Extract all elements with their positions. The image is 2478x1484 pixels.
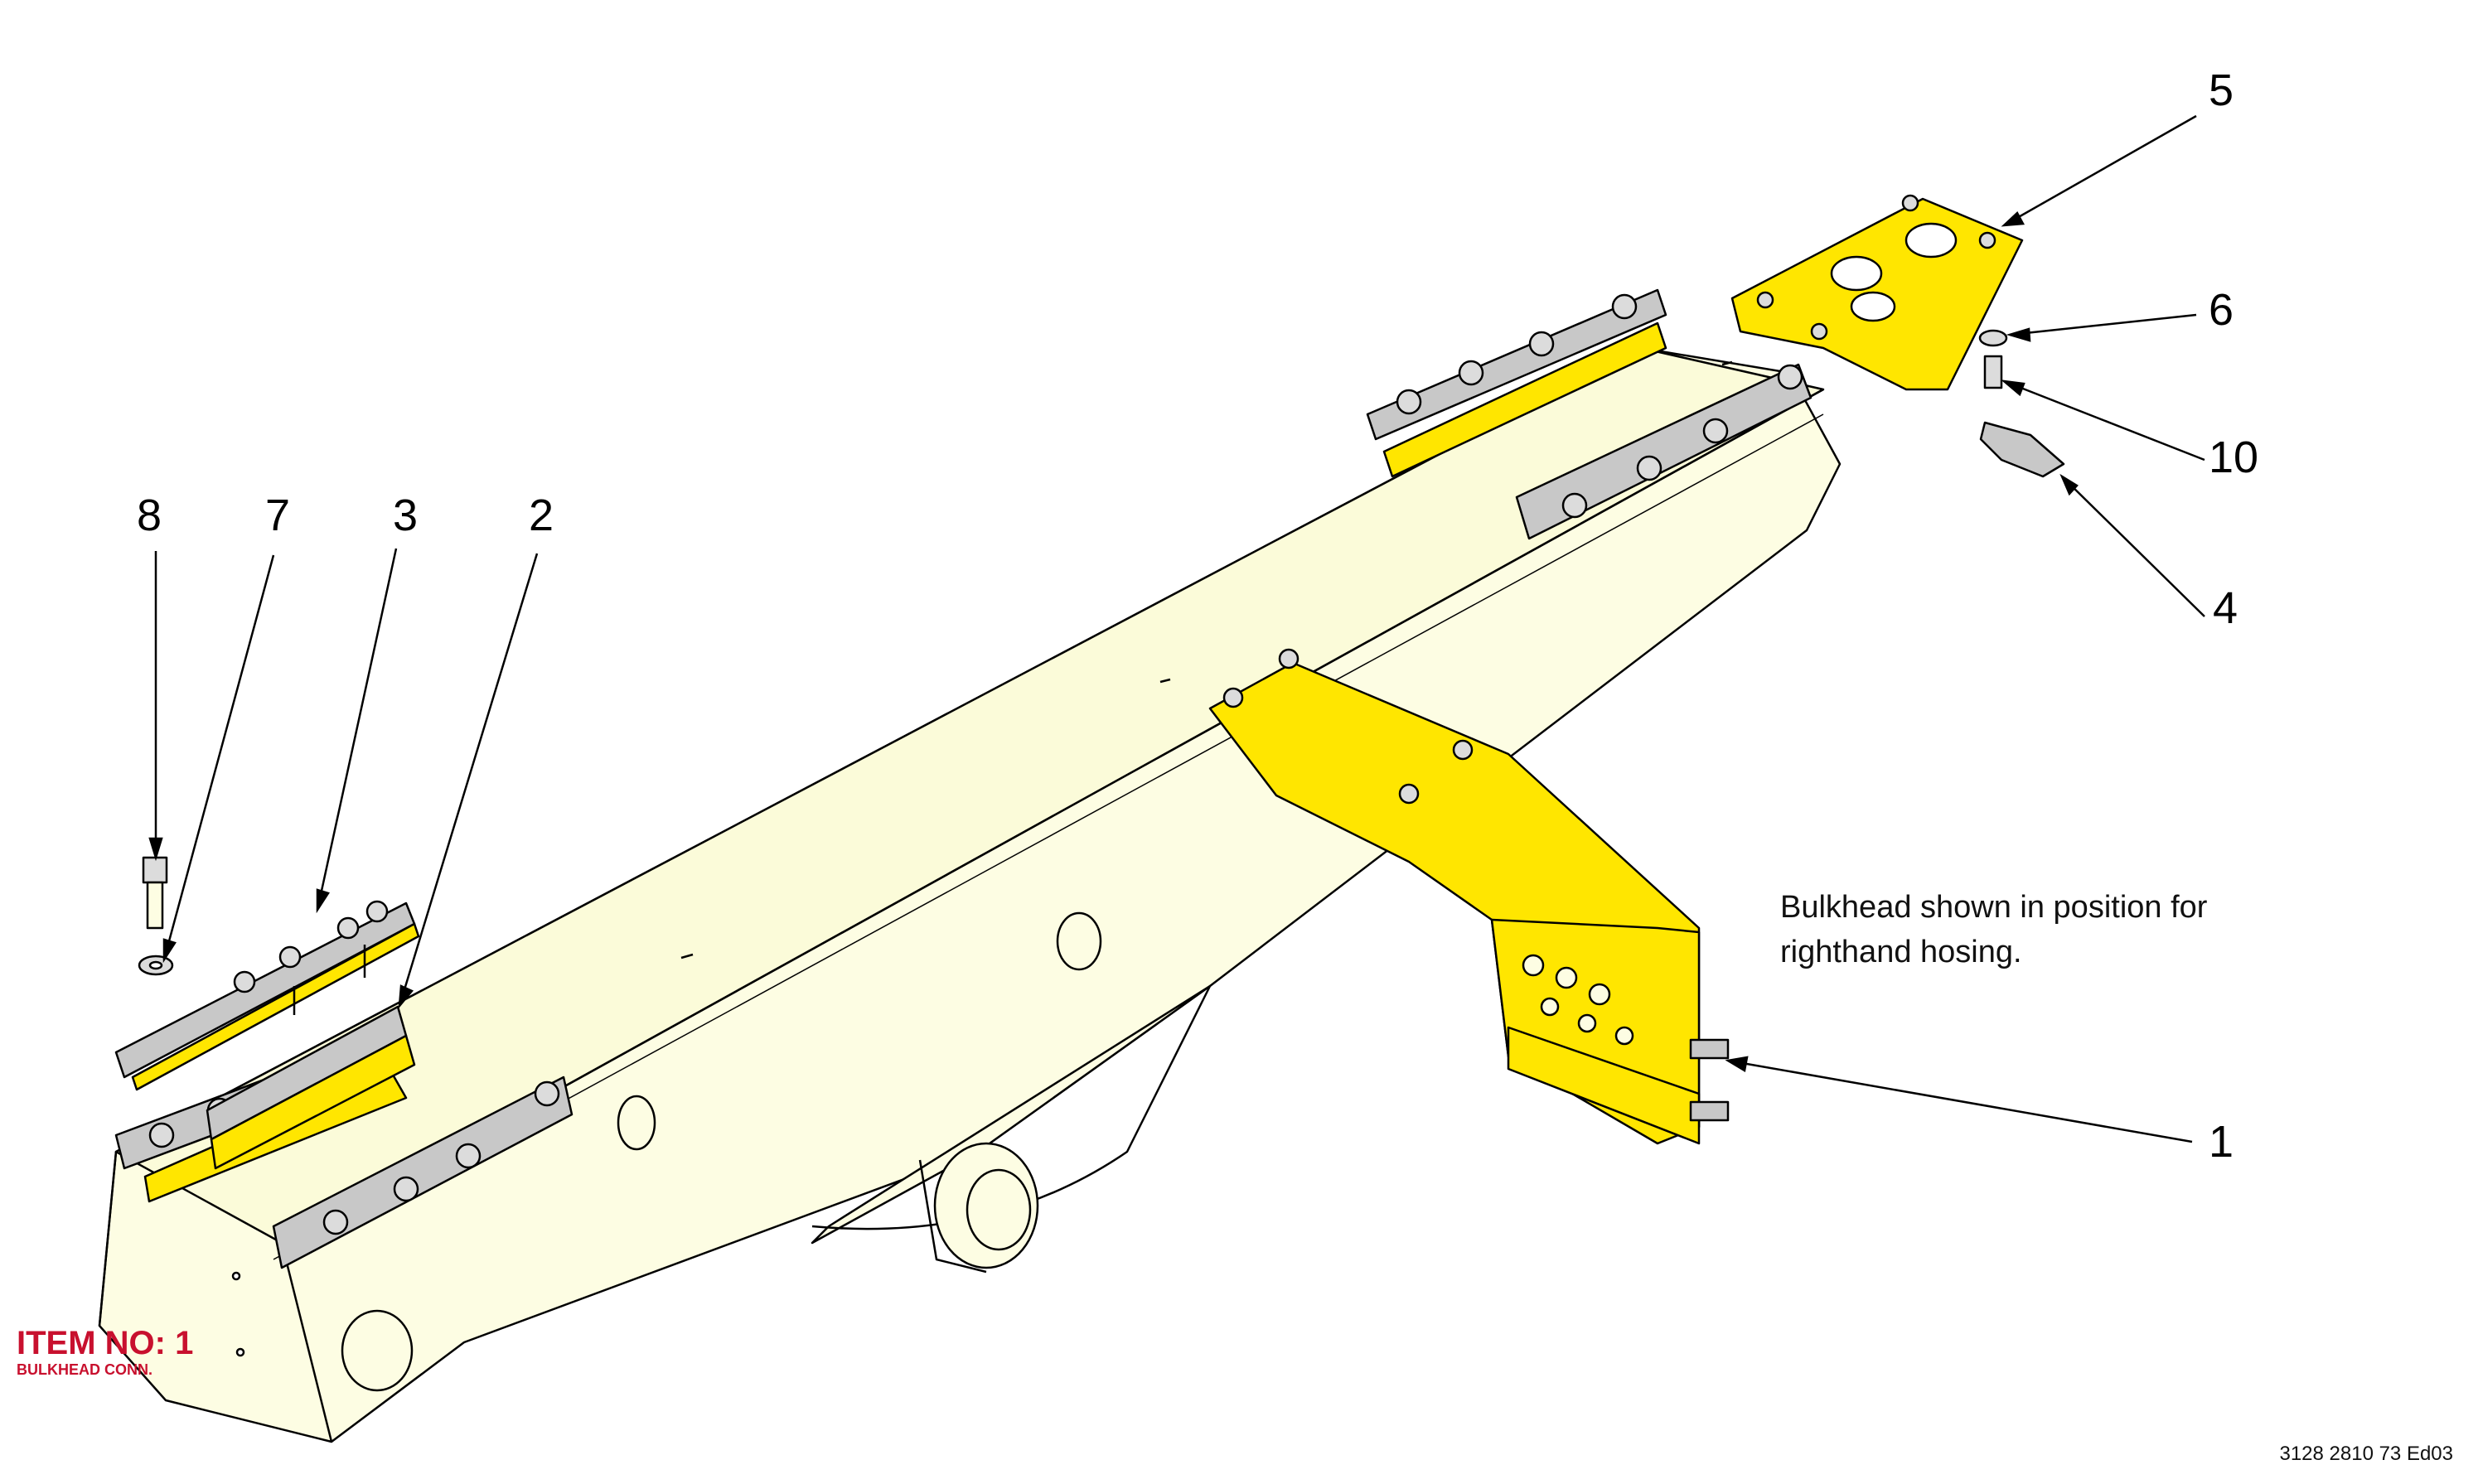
callout-2: 2 xyxy=(529,491,554,540)
callout-4: 4 xyxy=(2213,583,2238,633)
item-badge-title: ITEM NO: 1 xyxy=(17,1325,194,1361)
item-badge: ITEM NO: 1 BULKHEAD CONN. xyxy=(17,1326,193,1379)
callout-6: 6 xyxy=(2209,285,2234,335)
callout-7: 7 xyxy=(265,491,290,540)
item-badge-subtitle: BULKHEAD CONN. xyxy=(17,1361,152,1378)
pivot-boss xyxy=(918,1142,1039,1274)
note-line-2: righthand hosing. xyxy=(1780,935,2022,969)
leader-lines xyxy=(148,114,2205,1143)
callout-numbers: 1 2 3 4 5 6 7 8 10 xyxy=(137,65,2258,1167)
frame-beam xyxy=(98,346,1842,1443)
callout-1: 1 xyxy=(2209,1117,2234,1167)
exploded-wear-pads xyxy=(114,856,420,1170)
callout-5: 5 xyxy=(2209,65,2234,115)
bulkhead-bracket xyxy=(1208,648,1730,1145)
note-line-1: Bulkhead shown in position for xyxy=(1780,890,2208,925)
position-note: Bulkhead shown in position for righthand… xyxy=(1780,885,2211,974)
bracket-plate xyxy=(1730,194,2065,478)
callout-8: 8 xyxy=(137,491,162,540)
document-number: 3128 2810 73 Ed03 xyxy=(2279,1443,2453,1465)
callout-3: 3 xyxy=(393,491,418,540)
callout-10: 10 xyxy=(2209,433,2258,482)
